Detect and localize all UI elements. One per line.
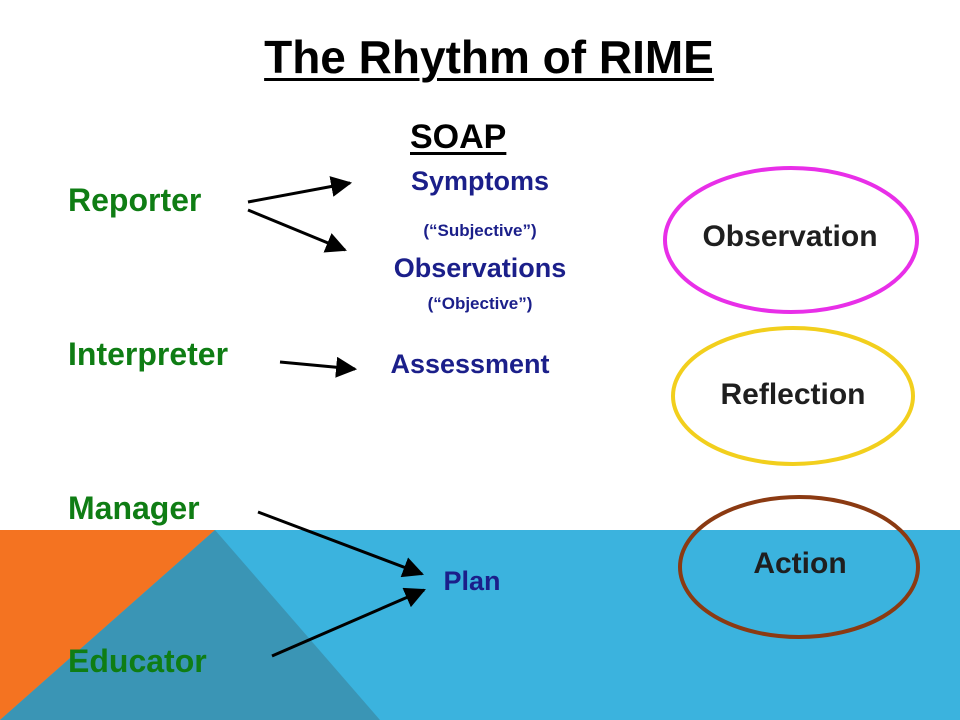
page-title: The Rhythm of RIME xyxy=(264,31,714,83)
soap-observations: Observations xyxy=(393,253,567,283)
soap-assessment: Assessment xyxy=(390,349,550,379)
teal-triangle xyxy=(0,530,380,720)
circle-label-action: Action xyxy=(753,547,847,580)
soap-subjective: (“Subjective”) xyxy=(423,221,537,240)
circle-label-observation: Observation xyxy=(702,220,878,253)
role-reporter: Reporter xyxy=(68,182,202,218)
soap-objective: (“Objective”) xyxy=(427,294,533,313)
role-interpreter: Interpreter xyxy=(68,336,229,372)
soap-plan: Plan xyxy=(443,566,501,596)
soap-header: SOAP xyxy=(410,118,507,156)
role-manager: Manager xyxy=(68,490,200,526)
role-educator: Educator xyxy=(68,643,207,679)
circle-label-reflection: Reflection xyxy=(720,378,866,411)
soap-symptoms: Symptoms xyxy=(410,166,550,196)
